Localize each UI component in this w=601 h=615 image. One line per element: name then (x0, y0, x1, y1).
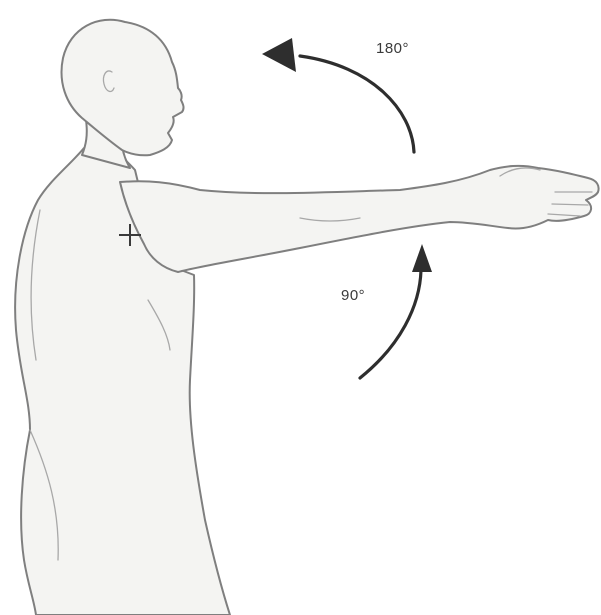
head (62, 20, 184, 155)
arc-arrow-90 (360, 244, 432, 378)
human-figure (15, 20, 598, 615)
raised-arm (120, 166, 599, 272)
angle-label-90: 90° (341, 287, 365, 304)
arrowhead-180-icon (262, 38, 296, 72)
angle-label-180: 180° (376, 40, 409, 57)
arrowhead-90-icon (412, 244, 432, 272)
